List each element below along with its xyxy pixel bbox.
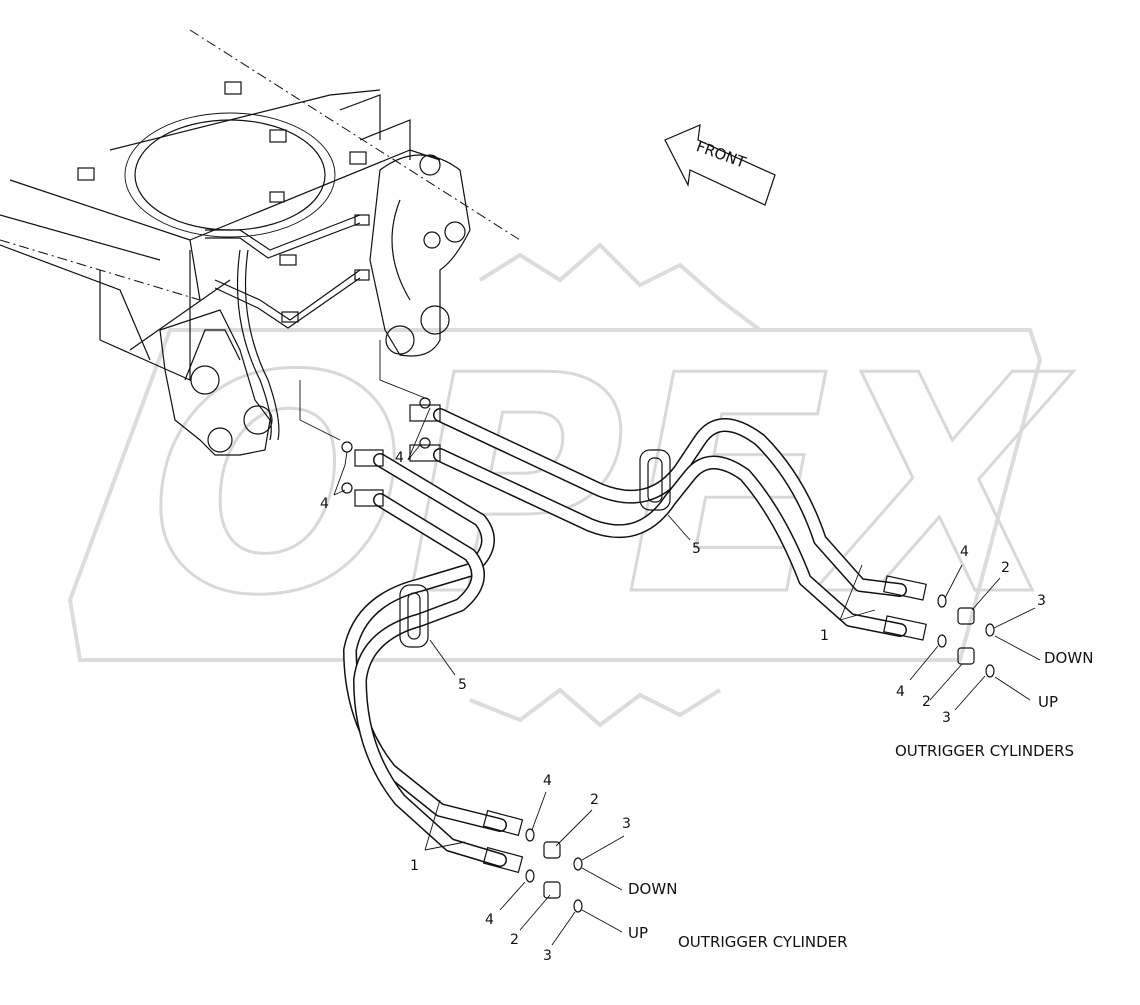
callout-2: 2 [510, 932, 519, 948]
port-labels: DOWN UP OUTRIGGER CYLINDERS DOWN UP OUTR… [628, 649, 1093, 951]
left-up-label: UP [628, 924, 648, 942]
callout-4: 4 [485, 912, 494, 928]
callout-leaders [333, 407, 1041, 946]
callout-4: 4 [896, 684, 905, 700]
callout-4: 4 [395, 450, 404, 466]
callout-2: 2 [590, 792, 599, 808]
front-label: FRONT [694, 137, 749, 172]
right-group-title: OUTRIGGER CYLINDERS [895, 742, 1074, 760]
watermark-logo: OPEX [67, 242, 1075, 728]
callout-3: 3 [622, 816, 631, 832]
leader-lines [299, 340, 431, 441]
watermark-text: OPEX [150, 312, 1074, 661]
left-group-title: OUTRIGGER CYLINDER [678, 933, 848, 951]
hose-assembly-lower [343, 449, 524, 874]
callout-1: 1 [820, 628, 829, 644]
callout-3: 3 [543, 948, 552, 964]
fittings [341, 397, 995, 913]
callout-4: 4 [543, 773, 552, 789]
frame-tubes [205, 199, 411, 441]
left-down-label: DOWN [628, 880, 677, 898]
callout-4: 4 [960, 544, 969, 560]
right-down-label: DOWN [1044, 649, 1093, 667]
callout-1: 1 [410, 858, 419, 874]
right-up-label: UP [1038, 693, 1058, 711]
callout-2: 2 [922, 694, 931, 710]
callout-5: 5 [458, 677, 467, 693]
callout-numbers: 4 4 5 5 1 1 4 4 2 2 3 3 4 4 2 2 3 3 [320, 450, 1046, 964]
callout-2: 2 [1001, 560, 1010, 576]
front-arrow: FRONT [664, 124, 776, 206]
callout-5: 5 [692, 541, 701, 557]
callout-3: 3 [942, 710, 951, 726]
callout-3: 3 [1037, 593, 1046, 609]
hose-assembly-upper [409, 404, 927, 641]
chassis-frame [0, 29, 521, 456]
callout-4: 4 [320, 496, 329, 512]
